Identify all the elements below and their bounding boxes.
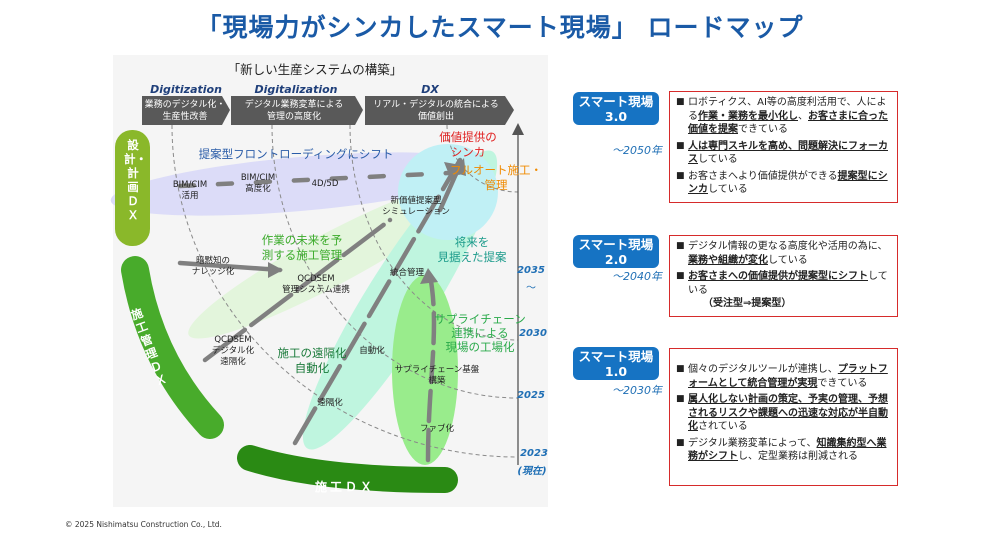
year-label: 2023 xyxy=(520,448,548,459)
value-evolution-label: 価値提供の シンカ xyxy=(439,130,497,159)
management-dx-band xyxy=(121,256,224,439)
supply-ellipse xyxy=(392,275,458,465)
stage-description-box: 個々のデジタルツールが連携し、プラットフォームとして統合管理が実現できている属人… xyxy=(669,348,898,486)
bullet-item: お客さまへの価値提供が提案型にシフトしている （受注型⇒提案型） xyxy=(676,270,893,311)
construction-arrow xyxy=(292,157,463,446)
phase-desc: 業務のデジタル化・ 生産性改善 xyxy=(144,99,226,122)
construction-dx-label: 施工ＤＸ xyxy=(314,480,376,494)
qcd-arrow xyxy=(202,217,393,363)
bullet-text: している xyxy=(708,184,748,195)
bullet-text: されている xyxy=(698,421,748,432)
bim-advanced-label: BIM/CIM 高度化 xyxy=(240,173,276,194)
stage-period: ～2030年 xyxy=(612,384,662,397)
bullet-text: 属人化しない計画の策定、予実の管理、予想されるリスクや課題への迅速な対応が半自動… xyxy=(688,394,888,432)
bullet-text: デジタル情報の更なる高度化や活用の為に、 xyxy=(688,241,888,252)
bullet-item: 人は専門スキルを高め、問題解決にフォーカスしている xyxy=(676,140,893,167)
bullet-text: 提案型にシンカ xyxy=(688,170,888,196)
phase-desc: デジタル業務変革による 管理の高度化 xyxy=(244,99,344,122)
bullet-text: お客さまへより価値提供ができる xyxy=(688,170,838,182)
arc-2025 xyxy=(271,124,519,399)
knowledge-label: 暗黙知の ナレッジ化 xyxy=(191,256,235,277)
stage-badge: スマート現場 2.0 xyxy=(573,235,659,268)
page-title: 「現場力がシンカしたスマート現場」 ロードマップ xyxy=(196,13,804,42)
bullet-item: デジタル情報の更なる高度化や活用の為に、業務や組織が変化している xyxy=(676,240,893,267)
supply-base-label: サプライチェーン基盤 構築 xyxy=(394,365,480,386)
bullet-text: している xyxy=(768,254,808,266)
bullet-text: 知識集約型へ業務がシフト xyxy=(688,437,887,463)
bullet-text: お客さまに合った価値を提案 xyxy=(688,110,888,136)
phase-name: Digitization xyxy=(150,83,222,96)
stage-period: ～2050年 xyxy=(612,144,662,157)
remote-auto-label: 施工の遠隔化 自動化 xyxy=(277,346,347,375)
future-proposal-label: 将来を 見据えた提案 xyxy=(437,235,507,264)
bim-use-label: BIM/CIM 活用 xyxy=(172,180,208,201)
year-label: 2035 xyxy=(517,265,545,276)
bullet-text: 業務や組織が変化 xyxy=(688,254,768,266)
bullet-item: お客さまへより価値提供ができる提案型にシンカしている xyxy=(676,170,893,197)
bullet-text: 作業・業務を最小化し xyxy=(698,110,798,122)
arc-2023 xyxy=(171,124,519,458)
stage-description-box: ロボティクス、AI等の高度利活用で、人による作業・業務を最小化し、お客さまに合っ… xyxy=(669,91,898,203)
phase-name: DX xyxy=(421,83,439,96)
bullet-text: 人は専門スキルを高め、問題解決にフォーカス xyxy=(688,140,888,166)
stage-badge: スマート現場 3.0 xyxy=(573,92,659,125)
construction-dx-band xyxy=(237,445,458,493)
bullet-text: できている xyxy=(817,377,868,389)
frontloading-ellipse xyxy=(110,152,490,216)
supply-chain-label: サプライチェーン 連携による 現場の工場化 xyxy=(434,312,526,354)
phase-desc: リアル・デジタルの統合による 価値創出 xyxy=(373,99,499,122)
bullet-text: プラットフォームとして統合管理が実現 xyxy=(688,364,888,389)
chevron-digitization xyxy=(142,96,230,125)
arc-2035 xyxy=(446,124,519,193)
design-dx-label: 設計・計画ＤＸ xyxy=(124,138,147,222)
automation-label: 自動化 xyxy=(359,346,385,356)
diagram-subtitle: 「新しい生産システムの構築」 xyxy=(227,62,403,77)
future-management-label: 作業の未来を予 測する施工管理 xyxy=(261,233,343,262)
simulation-label: 新価値提案型 シミュレーション xyxy=(382,196,450,217)
arrow-head-icon xyxy=(452,158,466,176)
arrow-head-icon xyxy=(268,262,283,278)
bullet-item: 個々のデジタルツールが連携し、プラットフォームとして統合管理が実現できている xyxy=(676,363,893,390)
bullet-text: ロボティクス、AI等の高度利活用で、人による xyxy=(688,97,887,122)
copyright: © 2025 Nishimatsu Construction Co., Ltd. xyxy=(65,520,222,529)
bullet-text: 個々のデジタルツールが連携し、 xyxy=(688,364,838,375)
bullet-text: お客さまへの価値提供が提案型にシフト xyxy=(688,271,868,282)
bullet-text: できている xyxy=(738,124,788,135)
stage-badge: スマート現場 1.0 xyxy=(573,347,659,380)
supply-arrow xyxy=(425,272,437,463)
year-label: 2025 xyxy=(517,390,545,401)
fab-label: ファブ化 xyxy=(419,424,455,434)
bullet-item: ロボティクス、AI等の高度利活用で、人による作業・業務を最小化し、お客さまに合っ… xyxy=(676,96,893,137)
bullet-text: している xyxy=(698,154,738,165)
stage-description-box: デジタル情報の更なる高度化や活用の為に、業務や組織が変化しているお客さまへの価値… xyxy=(669,235,898,317)
bullet-text: し、定型業務は削減される xyxy=(738,451,858,462)
year-label: ～ xyxy=(526,283,536,294)
year-label: (現在) xyxy=(517,466,547,477)
management-ellipse xyxy=(188,181,472,339)
phase-name: Digitalization xyxy=(254,83,338,96)
bullet-text: （受注型⇒提案型） xyxy=(707,298,792,309)
qcdsem-system-label: QCDSEM 管理システム連携 xyxy=(282,274,350,295)
bullet-text: 、 xyxy=(798,110,808,122)
arrow-head-icon xyxy=(420,268,438,284)
remote-label: 遠隔化 xyxy=(317,398,343,408)
year-label: 2030 xyxy=(519,328,547,339)
axis-arrow-icon xyxy=(512,123,524,135)
4d5d-label: 4D/5D xyxy=(311,179,339,189)
frontloading-label: 提案型フロントローディングにシフト xyxy=(198,147,394,161)
bullet-text: している xyxy=(688,271,888,296)
chevron-digitalization xyxy=(231,96,363,125)
full-auto-label: フルオート施工・ 管理 xyxy=(450,163,542,192)
chevron-dx xyxy=(365,96,514,125)
bullet-item: デジタル業務変革によって、知識集約型へ業務がシフトし、定型業務は削減される xyxy=(676,437,893,464)
frontloading-arrow xyxy=(177,169,473,189)
qcdsem-digital-label: QCDSEM デジタル化 遠隔化 xyxy=(211,335,255,367)
integrated-mgmt-label: 統合管理 xyxy=(389,268,425,278)
bullet-text: デジタル業務変革によって、 xyxy=(688,437,817,449)
design-dx-band xyxy=(115,130,150,246)
stage-period: ～2040年 xyxy=(612,270,662,283)
knowledge-arrow xyxy=(177,260,283,273)
bullet-item: 属人化しない計画の策定、予実の管理、予想されるリスクや課題への迅速な対応が半自動… xyxy=(676,393,893,434)
arc-2030 xyxy=(349,124,519,341)
